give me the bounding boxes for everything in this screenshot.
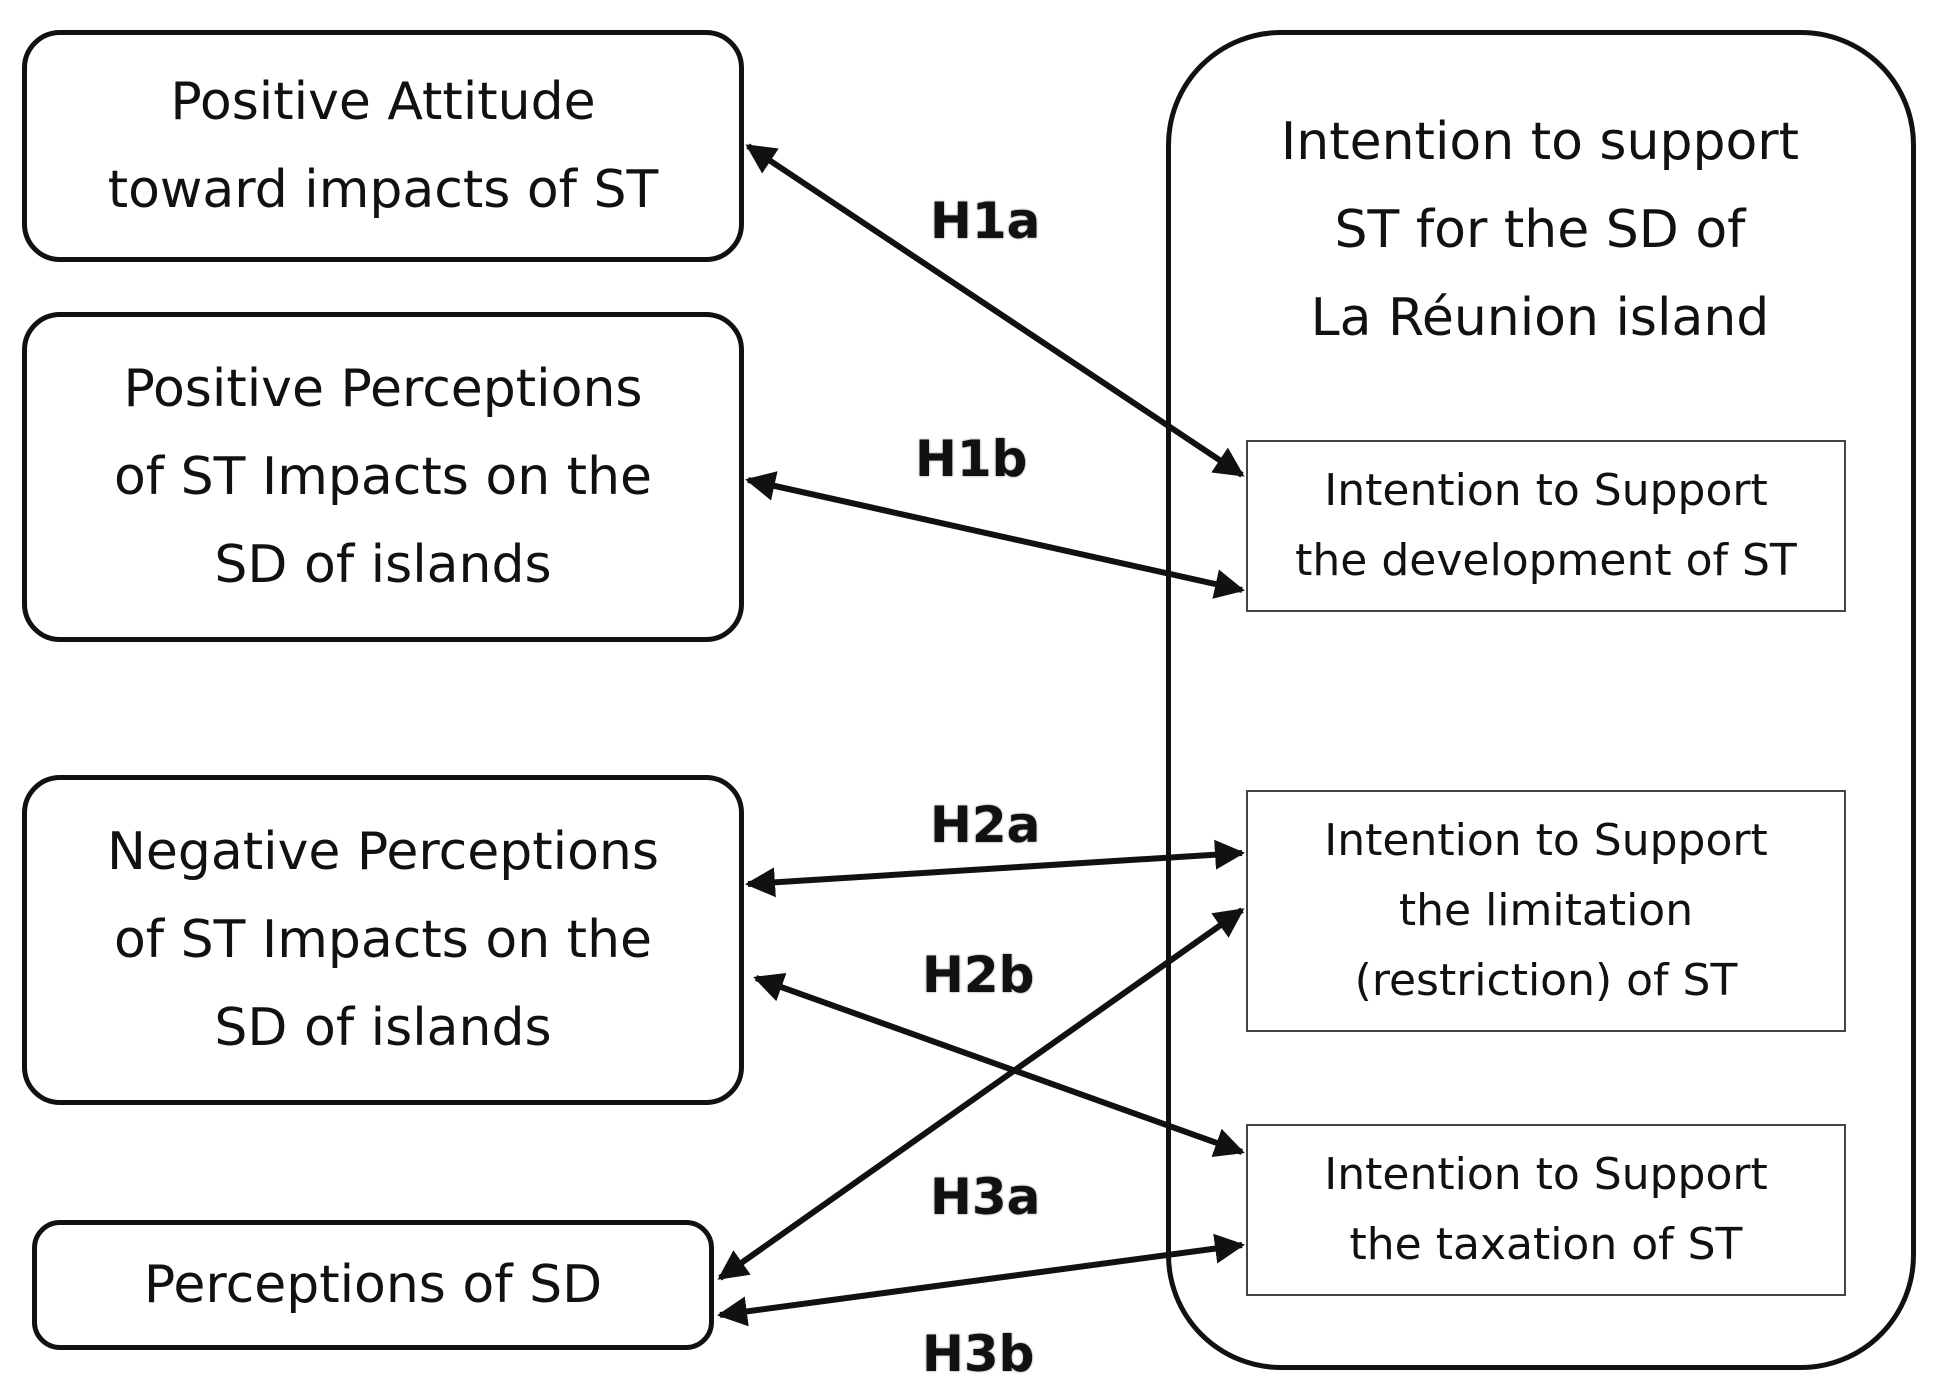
support-limitation-box: Intention to Support the limitation (res…: [1246, 790, 1846, 1032]
support-development-box: Intention to Support the development of …: [1246, 440, 1846, 612]
arrow-h2b: [753, 972, 1245, 1158]
support-taxation-box: Intention to Support the taxation of ST: [1246, 1124, 1846, 1296]
box-label-line: SD of islands: [214, 535, 552, 595]
arrow-h3b: [717, 1233, 1245, 1327]
box-label-line: of ST Impacts on the: [113, 447, 653, 507]
arrow-h1b: [745, 471, 1245, 599]
box-label-line: Intention to Support: [1324, 465, 1768, 516]
box-label-line: Perceptions of SD: [143, 1255, 603, 1315]
box-label-line: the limitation: [1398, 885, 1694, 936]
box-label-line: the taxation of ST: [1349, 1219, 1743, 1270]
container-title-line: ST for the SD of: [1334, 200, 1746, 260]
arrow-h1a: [745, 143, 1245, 478]
box-label-line: toward impacts of ST: [107, 160, 659, 220]
box-label-line: Negative Perceptions: [107, 822, 659, 882]
positive-attitude-box: Positive Attitude toward impacts of ST: [22, 30, 744, 262]
box-label-line: (restriction) of ST: [1354, 955, 1738, 1006]
box-label-line: Positive Attitude: [170, 72, 596, 132]
container-title-line: Intention to support: [1280, 112, 1800, 172]
box-label-line: Positive Perceptions: [123, 359, 643, 419]
label-h3b: H3b: [922, 1325, 1035, 1383]
label-h2b: H2b: [922, 946, 1035, 1004]
box-label-line: Intention to Support: [1324, 1149, 1768, 1200]
box-label-line: Intention to Support: [1324, 815, 1768, 866]
positive-perceptions-box: Positive Perceptions of ST Impacts on th…: [22, 312, 744, 642]
perceptions-of-sd-box: Perceptions of SD: [32, 1220, 714, 1350]
container-title-line: La Réunion island: [1310, 288, 1770, 348]
label-h2a: H2a: [930, 796, 1041, 854]
box-label-line: SD of islands: [214, 998, 552, 1058]
arrow-h3a: [717, 907, 1245, 1281]
negative-perceptions-box: Negative Perceptions of ST Impacts on th…: [22, 775, 744, 1105]
box-label-line: the development of ST: [1295, 535, 1797, 586]
label-h1b: H1b: [915, 430, 1028, 488]
container-title: Intention to support ST for the SD of La…: [1180, 95, 1900, 365]
box-label-line: of ST Impacts on the: [113, 910, 653, 970]
label-h3a: H3a: [930, 1168, 1041, 1226]
label-h1a: H1a: [930, 192, 1041, 250]
arrow-h2a: [745, 839, 1245, 898]
